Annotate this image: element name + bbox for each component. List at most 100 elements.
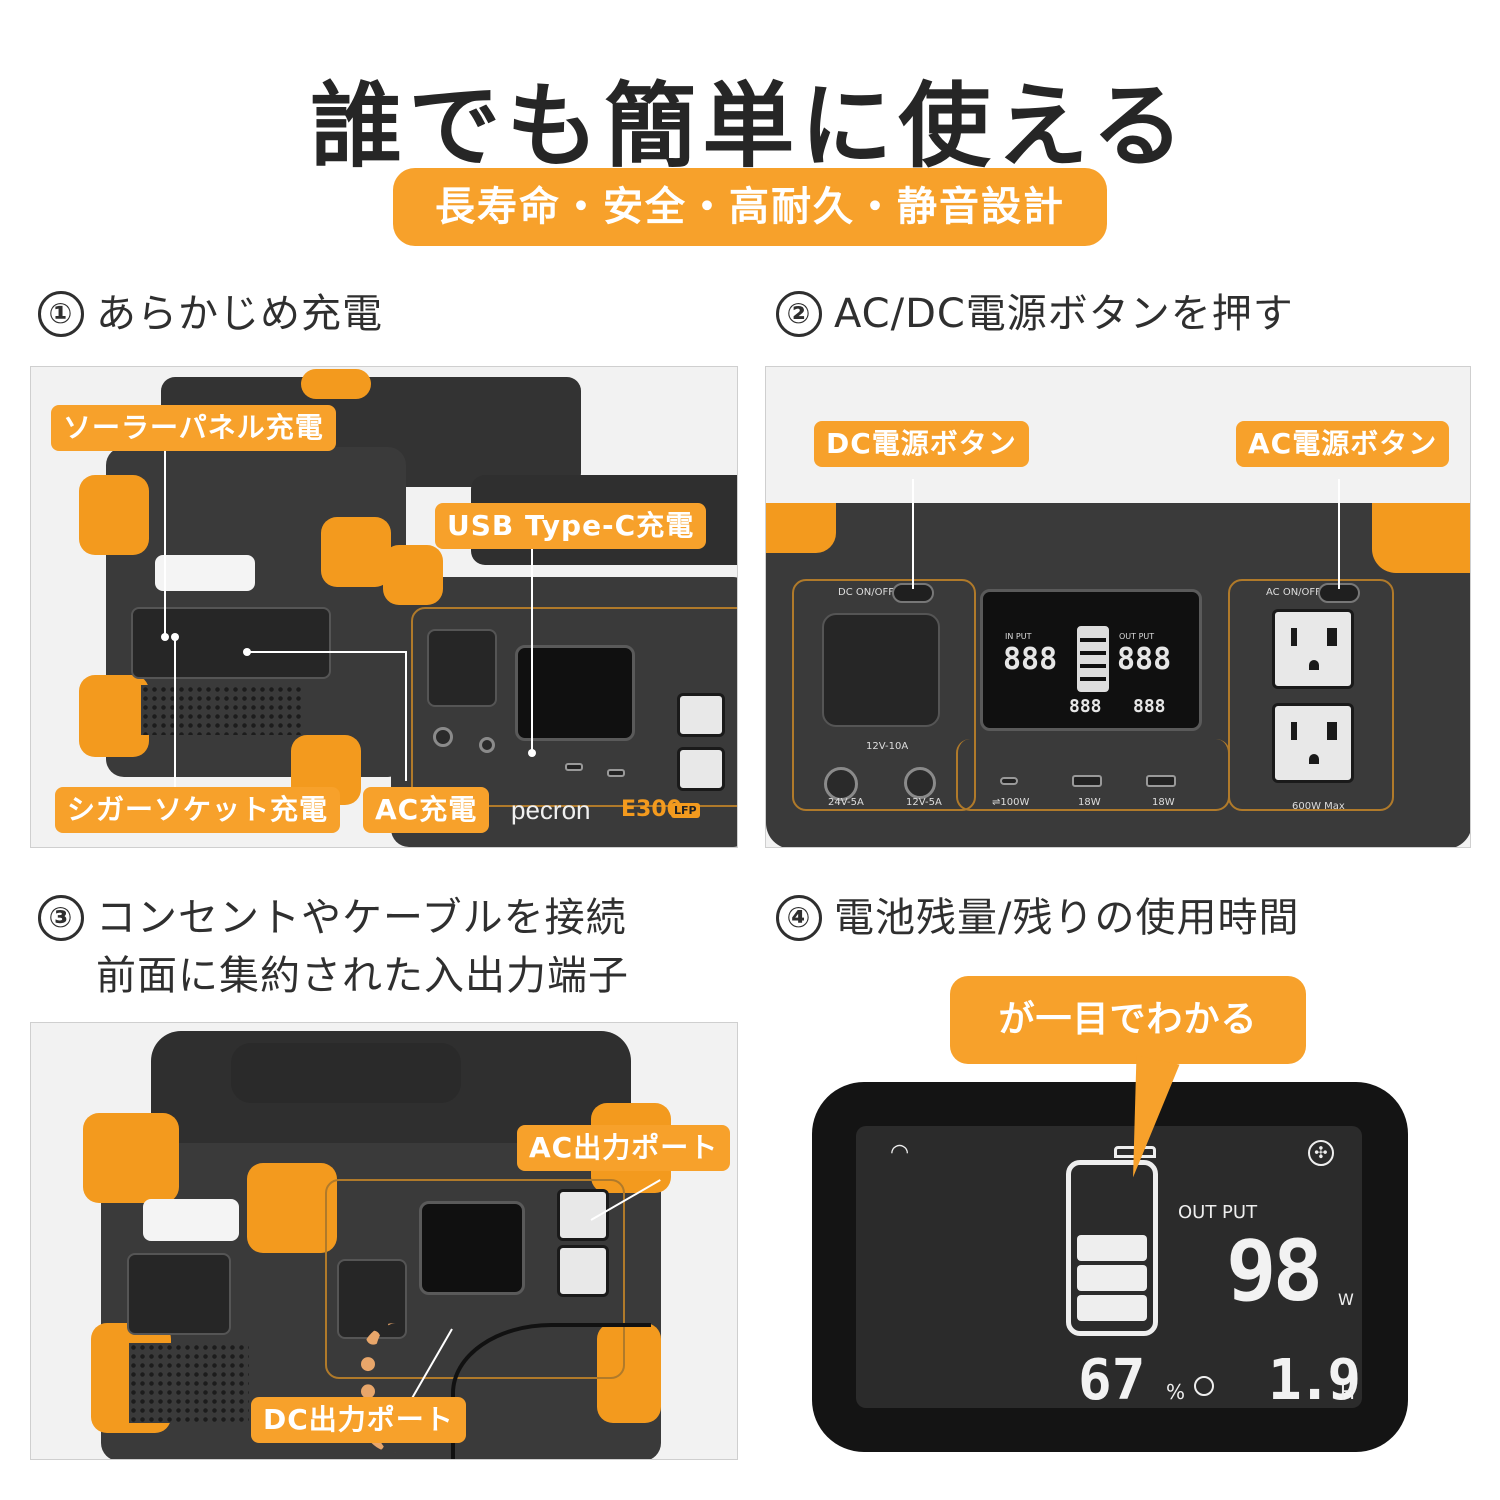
side-port-covers (127, 1253, 231, 1335)
ac-section-outline (1228, 579, 1394, 811)
usb-port (565, 763, 583, 771)
leader-line (531, 543, 533, 753)
panel-display: ◠ ✣ OUT PUT 98 W 67 % 1.9 H (812, 1082, 1408, 1452)
section-2-title-text: AC/DC電源ボタンを押す (834, 291, 1294, 337)
bumper (79, 675, 149, 757)
callout-solar: ソーラーパネル充電 (51, 405, 336, 451)
leader-line (247, 651, 407, 653)
leader-dot (243, 648, 251, 656)
ac-onoff-label: AC ON/OFF (1266, 587, 1321, 598)
leader-line (1338, 479, 1340, 589)
leader-line (164, 431, 166, 639)
lcd-display: IN PUT 888 OUT PUT 888 888 888 (980, 589, 1202, 731)
battery-indicator (1077, 626, 1109, 692)
section-2-title: ② AC/DC電源ボタンを押す (776, 286, 1294, 342)
speaker-grille (141, 685, 301, 735)
leader-line (912, 479, 914, 589)
section-1-title-text: あらかじめ充電 (96, 291, 383, 337)
dc-round-port (479, 737, 495, 753)
callout-dc-button: DC電源ボタン (814, 421, 1029, 467)
battery-cap (1114, 1146, 1156, 1158)
input-port-bay (131, 607, 331, 679)
step-number: ④ (776, 895, 822, 941)
bumper (301, 369, 371, 399)
section-3-subtitle: 前面に集約された入出力端子 (96, 953, 629, 999)
led-light (155, 555, 255, 591)
lcd-display (515, 645, 635, 741)
step-number: ① (38, 291, 84, 337)
step-number: ② (776, 291, 822, 337)
port-12v-label: 12V-5A (906, 797, 942, 808)
dc-port-label: 12V-10A (866, 741, 909, 752)
in-put-label: IN PUT (1005, 632, 1032, 641)
output-watts: 98 (1226, 1222, 1323, 1320)
cable (451, 1323, 651, 1459)
usb-1-label: 18W (1078, 797, 1101, 808)
section-4-title: ④ 電池残量/残りの使用時間 (776, 890, 1299, 946)
bumper (321, 517, 391, 587)
panel-outline (411, 607, 737, 807)
percent-unit: % (1166, 1380, 1186, 1404)
hours-unit: H (1340, 1380, 1356, 1404)
bumper (247, 1163, 337, 1253)
battery-percent: 67 (1078, 1348, 1146, 1413)
battery-icon (1066, 1160, 1158, 1336)
wifi-icon: ◠ (890, 1140, 910, 1165)
out-put-label: OUT PUT (1119, 632, 1155, 641)
ac-outlet-1 (1272, 609, 1354, 689)
callout-ac-output: AC出力ポート (517, 1125, 731, 1171)
lcd-screen: ◠ ✣ OUT PUT 98 W 67 % 1.9 H (856, 1126, 1362, 1413)
step-number: ③ (38, 895, 84, 941)
frequency-digits: 888 (1133, 696, 1166, 717)
dc-port-cover (427, 629, 497, 707)
dc-12v-port (904, 767, 936, 799)
callout-ac-button: AC電源ボタン (1236, 421, 1450, 467)
dc-section-outline (792, 579, 976, 811)
usb-c-label: ⇌100W (992, 797, 1030, 808)
usb-a-port-2 (1146, 775, 1176, 787)
leader-dot (171, 633, 179, 641)
brand-logo: pecron (511, 795, 591, 825)
dc-onoff-label: DC ON/OFF (838, 587, 894, 598)
callout-dc-output: DC出力ポート (251, 1397, 466, 1443)
leader-line (174, 639, 176, 789)
carry-handle (231, 1043, 461, 1103)
callout-glance: が一目でわかる (950, 976, 1306, 1064)
section-3-title: ③ コンセントやケーブルを接続 (38, 890, 627, 946)
bumper (383, 545, 443, 605)
in-put-digits: 888 (1003, 642, 1058, 677)
section-1-title: ① あらかじめ充電 (38, 286, 383, 342)
callout-car: シガーソケット充電 (55, 787, 341, 833)
lcd-display (419, 1201, 525, 1295)
ac-outlet (677, 693, 725, 737)
callout-usb-c: USB Type-C充電 (435, 503, 707, 549)
clock-icon (1194, 1376, 1214, 1396)
leader-dot (161, 633, 169, 641)
voltage-digits: 888 (1069, 696, 1102, 717)
out-put-digits: 888 (1117, 642, 1172, 677)
bumper (83, 1113, 179, 1203)
section-3-title-line1: コンセントやケーブルを接続 (96, 895, 627, 941)
usb-section-outline (956, 739, 1230, 811)
led-light (143, 1199, 239, 1241)
section-4-title-text: 電池残量/残りの使用時間 (834, 895, 1300, 941)
leader-line (405, 651, 407, 781)
panel-ports: AC出力ポート DC出力ポート (30, 1022, 738, 1460)
page-title: 誰でも簡単に使える (310, 73, 1190, 180)
feature-badge: 長寿命・安全・高耐久・静音設計 (393, 168, 1107, 246)
dc-round-port (433, 727, 453, 747)
leader-dot (528, 749, 536, 757)
ac-outlet-2 (1272, 703, 1354, 783)
model-tag: LFP (671, 803, 700, 818)
usb-a-port-1 (1072, 775, 1102, 787)
usb-2-label: 18W (1152, 797, 1175, 808)
port-24v-label: 24V-5A (828, 797, 864, 808)
out-put-label: OUT PUT (1178, 1202, 1258, 1223)
bumper (766, 503, 836, 553)
panel-power-buttons: DC ON/OFF AC ON/OFF 12V-10A IN PUT 888 O… (765, 366, 1471, 848)
fan-icon: ✣ (1308, 1140, 1334, 1166)
bumper (79, 475, 149, 555)
ac-max-label: 600W Max (1292, 801, 1345, 812)
ac-outlet (557, 1245, 609, 1297)
usb-port (607, 769, 625, 777)
